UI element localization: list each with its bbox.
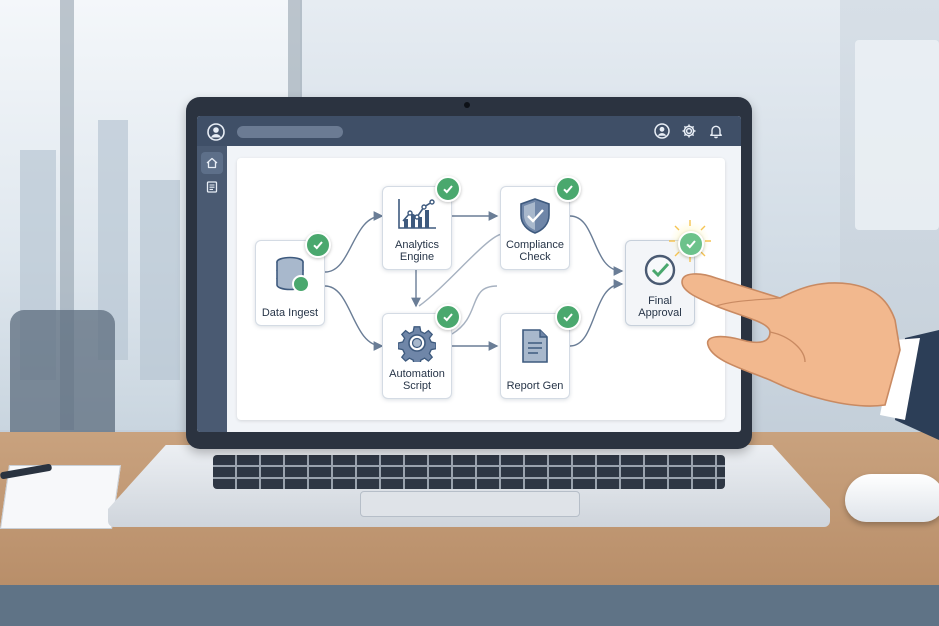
node-label-compliance-check: Compliance Check <box>505 239 565 263</box>
connector-ingest-analytics <box>324 211 384 273</box>
keyboard-rows <box>213 455 725 489</box>
app-screen: Data Ingest Analytics Engine Compliance … <box>197 116 741 432</box>
user-icon[interactable] <box>653 122 671 140</box>
node-compliance-check[interactable]: Compliance Check <box>500 186 570 270</box>
node-label-final-approval: Final Approval <box>638 295 682 319</box>
check-icon <box>435 176 461 202</box>
node-label-analytics-engine: Analytics Engine <box>394 239 440 263</box>
connector-report-final <box>569 279 624 347</box>
check-icon <box>555 304 581 330</box>
city-building <box>140 180 180 380</box>
sidebar-item-documents[interactable] <box>201 176 223 198</box>
connector-automation-compliance <box>418 233 503 307</box>
workflow-connectors <box>324 211 624 351</box>
check-icon <box>555 176 581 202</box>
cog-icon <box>397 324 437 367</box>
office-chair <box>10 310 115 440</box>
check-icon <box>435 304 461 330</box>
top-bar <box>197 116 741 146</box>
small-check-icon <box>292 275 310 293</box>
chart-icon <box>396 197 438 236</box>
node-label-report-gen: Report Gen <box>506 380 564 392</box>
sidebar <box>197 146 227 432</box>
report-icon <box>520 328 550 369</box>
approval-check-icon <box>678 231 704 257</box>
check-circle-icon <box>643 253 677 292</box>
document-icon <box>206 181 218 193</box>
sparkle-icon <box>669 220 711 262</box>
sidebar-item-home[interactable] <box>201 152 223 174</box>
laptop-trackpad <box>360 491 580 517</box>
computer-mouse <box>845 474 939 522</box>
connector-compliance-final <box>569 215 624 276</box>
shield-icon <box>518 197 552 240</box>
bell-icon[interactable] <box>707 122 725 140</box>
connector-automation-report-alt <box>451 285 498 335</box>
check-icon <box>305 232 331 258</box>
wall-board <box>855 40 939 230</box>
connector-ingest-automation <box>324 285 384 351</box>
webcam <box>464 102 470 108</box>
gear-icon[interactable] <box>680 122 698 140</box>
account-avatar-icon[interactable] <box>207 123 225 141</box>
node-report-gen[interactable]: Report Gen <box>500 313 570 399</box>
search-input[interactable] <box>237 126 343 138</box>
home-icon <box>206 157 218 169</box>
node-label-data-ingest: Data Ingest <box>261 307 319 319</box>
desk-edge <box>0 585 939 626</box>
node-label-automation-script: Automation Script <box>389 368 445 392</box>
